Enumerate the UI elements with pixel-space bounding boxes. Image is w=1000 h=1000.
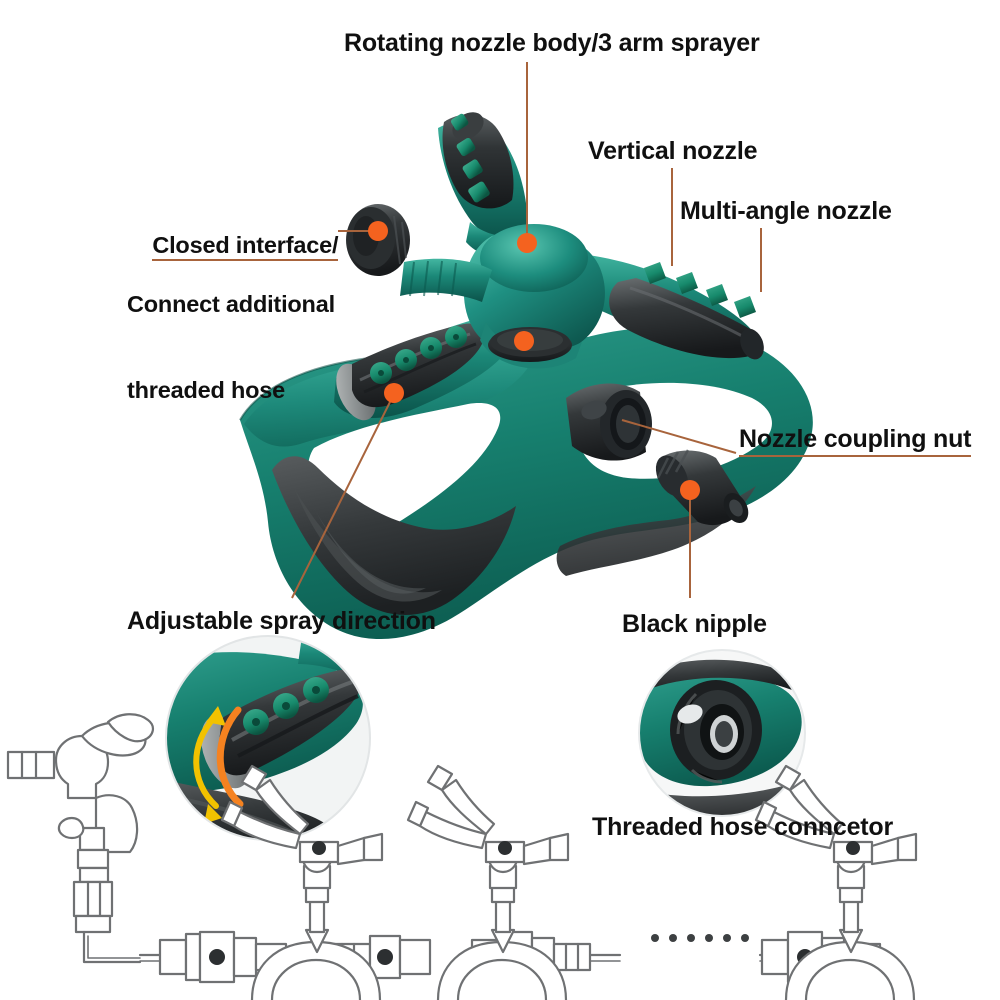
marker-dot-closed (368, 221, 388, 241)
multi-angle-nozzle-tips (644, 262, 756, 318)
sprinkler-unit (220, 764, 384, 1000)
sprinkler-unit (406, 764, 570, 1000)
label-closed-interface: Closed interface/ Connect additional thr… (127, 202, 338, 462)
label-adjustable-spray-direction: Adjustable spray direction (127, 607, 436, 635)
leader-adjustable (291, 393, 395, 599)
nozzle-coupling-nut (566, 383, 652, 461)
adjustable-spray-arm (334, 314, 534, 421)
label-threaded-hose-connector: Threaded hose conncetor (592, 813, 894, 841)
rotation-arrow-icon (193, 706, 244, 824)
label-closed-interface-line3: threaded hose (127, 376, 286, 403)
continuation-dots (651, 934, 749, 942)
label-black-nipple: Black nipple (622, 610, 767, 638)
rotating-nozzle-body-hub (463, 224, 605, 369)
label-rotating-nozzle-body: Rotating nozzle body/3 arm sprayer (344, 29, 760, 57)
black-nipple (655, 449, 749, 526)
vertical-nozzle-tips (451, 113, 490, 203)
marker-dot-blacknipple (680, 480, 700, 500)
leader-coupling (621, 419, 737, 454)
adjustable-nozzle-tips (370, 326, 467, 384)
label-closed-interface-line2: Connect additional (127, 290, 335, 317)
supply-hose (82, 930, 142, 964)
label-nozzle-coupling-nut: Nozzle coupling nut (739, 424, 971, 457)
sprinkler-unit (754, 764, 918, 1000)
marker-dot-hub-collar (514, 331, 534, 351)
marker-dot-rotating (517, 233, 537, 253)
marker-dot-adjustable (384, 383, 404, 403)
garden-tap-icon (6, 713, 154, 934)
label-vertical-nozzle: Vertical nozzle (588, 137, 758, 165)
label-multi-angle-nozzle: Multi-angle nozzle (680, 197, 892, 225)
label-closed-interface-line1: Closed interface/ (152, 231, 338, 262)
